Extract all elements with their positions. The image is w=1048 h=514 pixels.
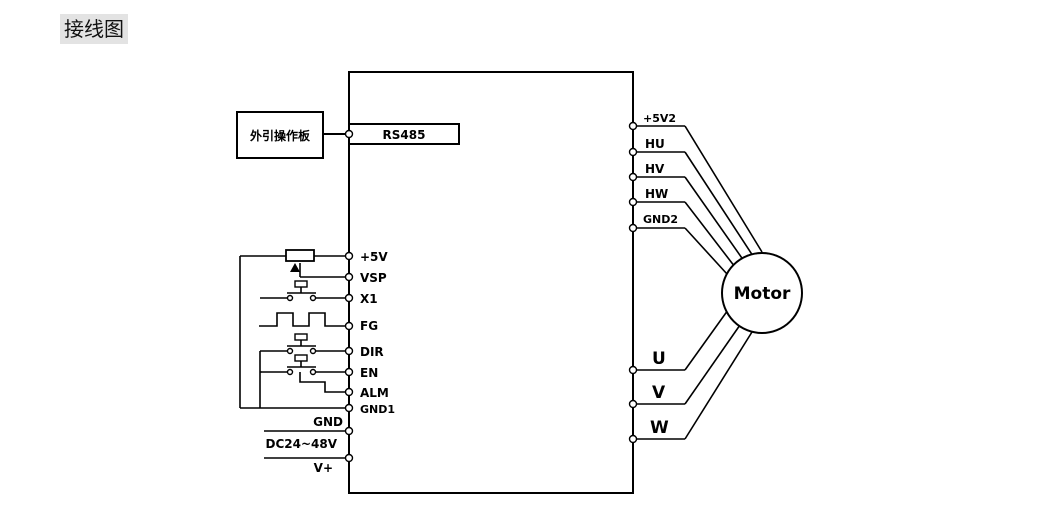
terminal-label-vsp: VSP — [360, 271, 387, 285]
motor-circle — [721, 252, 803, 334]
terminal-label-hw: HW — [645, 187, 668, 201]
power-label-vplus: V+ — [314, 461, 333, 475]
terminal-label-u: U — [652, 349, 666, 369]
external-panel-label: 外引操作板 — [250, 128, 311, 143]
terminal-label-x1: X1 — [360, 292, 378, 306]
terminal-label-en: EN — [360, 366, 378, 380]
terminal-label-5v: +5V — [360, 250, 388, 264]
rs485-label: RS485 — [383, 128, 426, 142]
power-label-dc: DC24~48V — [265, 437, 337, 451]
terminal-label-gnd2: GND2 — [643, 213, 678, 226]
terminal-label-dir: DIR — [360, 345, 384, 359]
terminal-label-gnd1: GND1 — [360, 403, 395, 416]
section-title: 接线图 — [60, 14, 128, 44]
terminal-label-hv: HV — [645, 162, 665, 176]
power-label-gnd: GND — [313, 415, 343, 429]
terminal-label-w: W — [650, 418, 669, 438]
motor-label: Motor — [734, 284, 791, 304]
terminal-label-hu: HU — [645, 137, 665, 151]
terminal-label-alm: ALM — [360, 386, 389, 400]
potentiometer — [285, 249, 315, 262]
terminal-label-v: V — [652, 383, 666, 403]
terminal-label-5v2: +5V2 — [643, 112, 676, 125]
driver-box — [348, 71, 634, 494]
terminal-label-fg: FG — [360, 319, 378, 333]
